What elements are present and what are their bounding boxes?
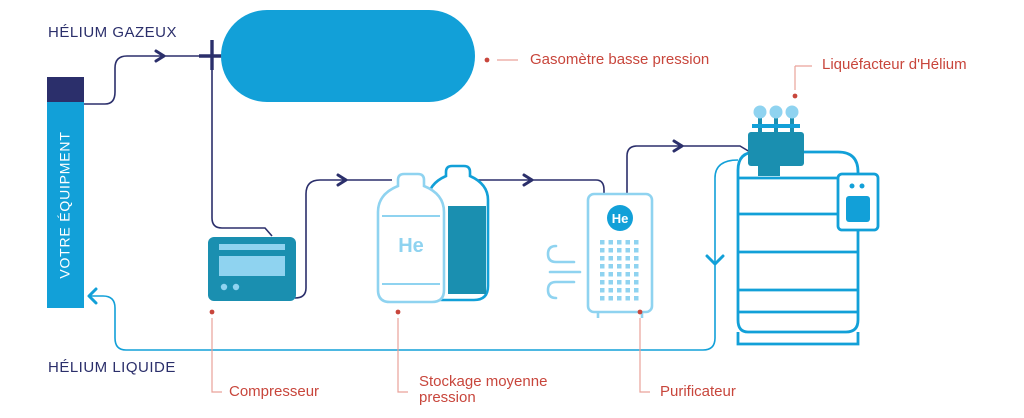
- purifier-grid-cell: [617, 288, 622, 293]
- purifier-grid-cell: [634, 240, 639, 245]
- purifier-grid-cell: [617, 280, 622, 285]
- label-stockage-line2: pression: [419, 389, 476, 406]
- purifier-grid-cell: [634, 272, 639, 277]
- label-votre-equipement: VOTRE ÉQUIPMENT: [57, 131, 74, 279]
- liquid-pipes: [90, 159, 739, 351]
- storage-he-symbol: He: [398, 235, 424, 257]
- purifier-icon: He: [586, 192, 654, 318]
- purifier-grid-cell: [600, 248, 605, 253]
- purifier-grid-cell: [600, 288, 605, 293]
- pipe-purifier-to-liquefier: [626, 145, 751, 194]
- arrow-liquid-to-equipment: [87, 287, 98, 305]
- liquefier-icon: [736, 105, 880, 346]
- gas-pipes: [84, 55, 751, 299]
- purifier-grid-cell: [625, 272, 630, 277]
- arrow-to-storage: [336, 173, 348, 187]
- purifier-grid-cell: [617, 248, 622, 253]
- label-purificateur: Purificateur: [660, 383, 736, 400]
- pipe-equipment-to-gasometer: [84, 55, 225, 105]
- leader-lines: [211, 59, 812, 393]
- purifier-grid-cell: [634, 296, 639, 301]
- purifier-grid-cell: [617, 256, 622, 261]
- label-helium-gazeux: HÉLIUM GAZEUX: [48, 24, 178, 41]
- airflow-icon: [546, 244, 582, 300]
- purifier-filter-grid: [600, 240, 639, 301]
- label-helium-liquide: HÉLIUM LIQUIDE: [48, 359, 176, 376]
- arrow-liquid-down: [705, 254, 725, 266]
- purifier-grid-cell: [600, 240, 605, 245]
- purifier-grid-cell: [617, 264, 622, 269]
- purifier-grid-cell: [600, 264, 605, 269]
- arrow-gas-top: [154, 49, 166, 63]
- purifier-grid-cell: [617, 240, 622, 245]
- label-votre-equipement-wrap: VOTRE ÉQUIPMENT: [47, 102, 83, 308]
- equipment-column: [47, 77, 84, 308]
- pipe-junction-to-compressor: [211, 56, 273, 237]
- purifier-grid-cell: [634, 264, 639, 269]
- label-stockage-line1: Stockage moyenne: [419, 373, 548, 390]
- compressor-icon: [208, 237, 296, 301]
- purifier-grid-cell: [600, 296, 605, 301]
- purifier-grid-cell: [625, 256, 630, 261]
- purifier-grid-cell: [608, 296, 613, 301]
- flow-arrows: [87, 49, 725, 305]
- storage-cylinders-icon: He: [376, 164, 490, 304]
- gasometer-tank: [221, 10, 475, 102]
- arrow-to-purifier: [522, 173, 534, 187]
- purifier-grid-cell: [634, 248, 639, 253]
- purifier-grid-cell: [625, 296, 630, 301]
- purifier-grid-cell: [608, 240, 613, 245]
- purifier-grid-cell: [608, 280, 613, 285]
- label-compresseur: Compresseur: [229, 383, 320, 400]
- purifier-grid-cell: [608, 264, 613, 269]
- leader-dots: [209, 57, 798, 315]
- pipe-liquid-return: [90, 159, 739, 351]
- purifier-grid-cell: [634, 280, 639, 285]
- purifier-grid-cell: [625, 264, 630, 269]
- purifier-grid-cell: [600, 256, 605, 261]
- purifier-grid-cell: [617, 296, 622, 301]
- purifier-grid-cell: [600, 272, 605, 277]
- arrow-to-liquefier: [672, 139, 684, 153]
- purifier-grid-cell: [634, 256, 639, 261]
- purifier-grid-cell: [608, 248, 613, 253]
- purifier-grid-cell: [608, 256, 613, 261]
- purifier-grid-cell: [600, 280, 605, 285]
- purifier-grid-cell: [625, 248, 630, 253]
- purifier-grid-cell: [608, 272, 613, 277]
- purifier-grid-cell: [617, 272, 622, 277]
- purifier-grid-cell: [625, 240, 630, 245]
- purifier-he-symbol: He: [612, 211, 629, 226]
- purifier-grid-cell: [625, 280, 630, 285]
- pipe-storage-to-purifier: [462, 179, 605, 194]
- label-gasometre: Gasomètre basse pression: [530, 51, 710, 68]
- purifier-grid-cell: [634, 288, 639, 293]
- purifier-grid-cell: [625, 288, 630, 293]
- label-liquefacteur: Liquéfacteur d'Hélium: [822, 56, 967, 73]
- pipe-compressor-to-storage: [294, 179, 392, 299]
- purifier-grid-cell: [608, 288, 613, 293]
